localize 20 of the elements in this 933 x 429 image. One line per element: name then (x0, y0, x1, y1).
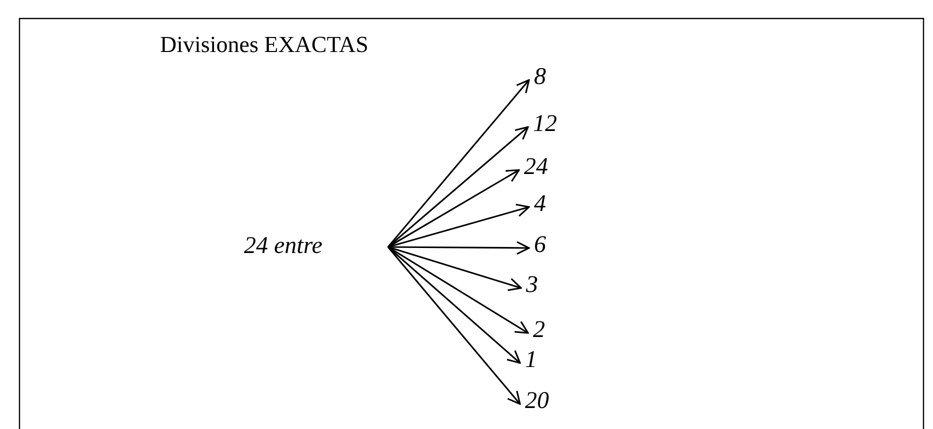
arrow (387, 246, 521, 405)
arrow (387, 246, 521, 364)
division-label: 20 (525, 387, 549, 415)
division-label: 24 entre (244, 232, 322, 260)
arrow (387, 79, 530, 248)
arrow (388, 246, 529, 334)
arrow (388, 246, 522, 291)
division-label: 24 (524, 153, 548, 181)
division-label: 1 (525, 346, 537, 374)
division-label: 4 (534, 190, 546, 218)
division-label: 6 (534, 231, 546, 259)
arrow (388, 204, 530, 248)
division-label: 12 (533, 110, 557, 138)
title: Divisiones EXACTAS (160, 32, 368, 58)
division-label: 2 (533, 316, 545, 344)
arrow (388, 169, 520, 248)
arrow (388, 241, 530, 255)
arrow (387, 126, 529, 248)
division-label: 8 (534, 63, 546, 91)
division-label: 3 (526, 271, 538, 299)
